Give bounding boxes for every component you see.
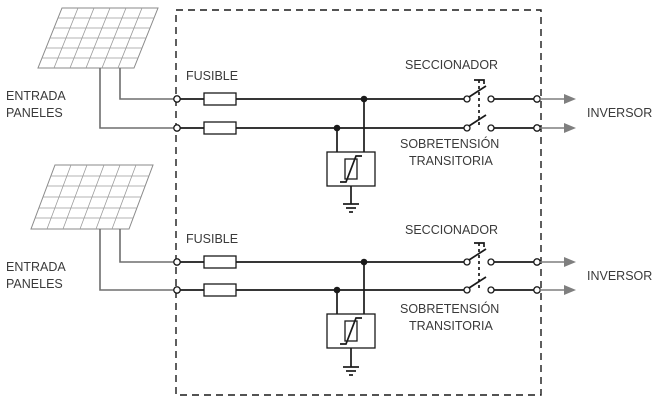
- panel-lead-positive: [119, 229, 174, 263]
- output-terminal: [533, 124, 541, 132]
- ground-icon: [343, 366, 359, 376]
- inversor-label: INVERSOR: [587, 269, 652, 283]
- output-terminal: [533, 95, 541, 103]
- inversor-label: INVERSOR: [587, 106, 652, 120]
- input-terminal: [173, 124, 181, 132]
- fuse-icon: [203, 92, 237, 106]
- disconnect-switch-icon: [463, 242, 495, 294]
- output-terminal: [533, 258, 541, 266]
- paneles-label: PANELES: [6, 106, 63, 120]
- fuse-icon: [203, 283, 237, 297]
- surge-protector-icon: [326, 313, 376, 349]
- ground-icon: [343, 203, 359, 213]
- solar-panel-icon: [37, 7, 159, 69]
- entrada-label: ENTRADA: [6, 260, 66, 274]
- seccionador-label: SECCIONADOR: [405, 223, 498, 237]
- fuse-icon: [203, 255, 237, 269]
- output-arrow-icon: [540, 257, 576, 267]
- sobretension-label: SOBRETENSIÓN: [400, 136, 499, 151]
- output-terminal: [533, 286, 541, 294]
- transitoria-label: TRANSITORIA: [409, 154, 493, 168]
- transitoria-label: TRANSITORIA: [409, 319, 493, 333]
- surge-protector-icon: [326, 151, 376, 187]
- input-terminal: [173, 95, 181, 103]
- fuse-icon: [203, 121, 237, 135]
- output-arrow-icon: [540, 123, 576, 133]
- panel-lead-positive: [119, 68, 174, 100]
- output-arrow-icon: [540, 285, 576, 295]
- seccionador-label: SECCIONADOR: [405, 58, 498, 72]
- fusible-label: FUSIBLE: [186, 69, 238, 83]
- circuit-top: ENTRADA PANELES FUSIBLE SECCIONADOR SOBR…: [6, 7, 652, 213]
- paneles-label: PANELES: [6, 277, 63, 291]
- panel-lead-negative: [99, 229, 174, 291]
- input-terminal: [173, 286, 181, 294]
- circuit-bottom: ENTRADA PANELES FUSIBLE SECCIONADOR SOBR…: [6, 164, 652, 376]
- fusible-label: FUSIBLE: [186, 232, 238, 246]
- output-arrow-icon: [540, 94, 576, 104]
- solar-panel-icon: [30, 164, 154, 230]
- combiner-box-enclosure: [175, 9, 542, 396]
- entrada-label: ENTRADA: [6, 89, 66, 103]
- input-terminal: [173, 258, 181, 266]
- panel-lead-negative: [99, 68, 174, 129]
- sobretension-label: SOBRETENSIÓN: [400, 301, 499, 316]
- disconnect-switch-icon: [463, 79, 495, 132]
